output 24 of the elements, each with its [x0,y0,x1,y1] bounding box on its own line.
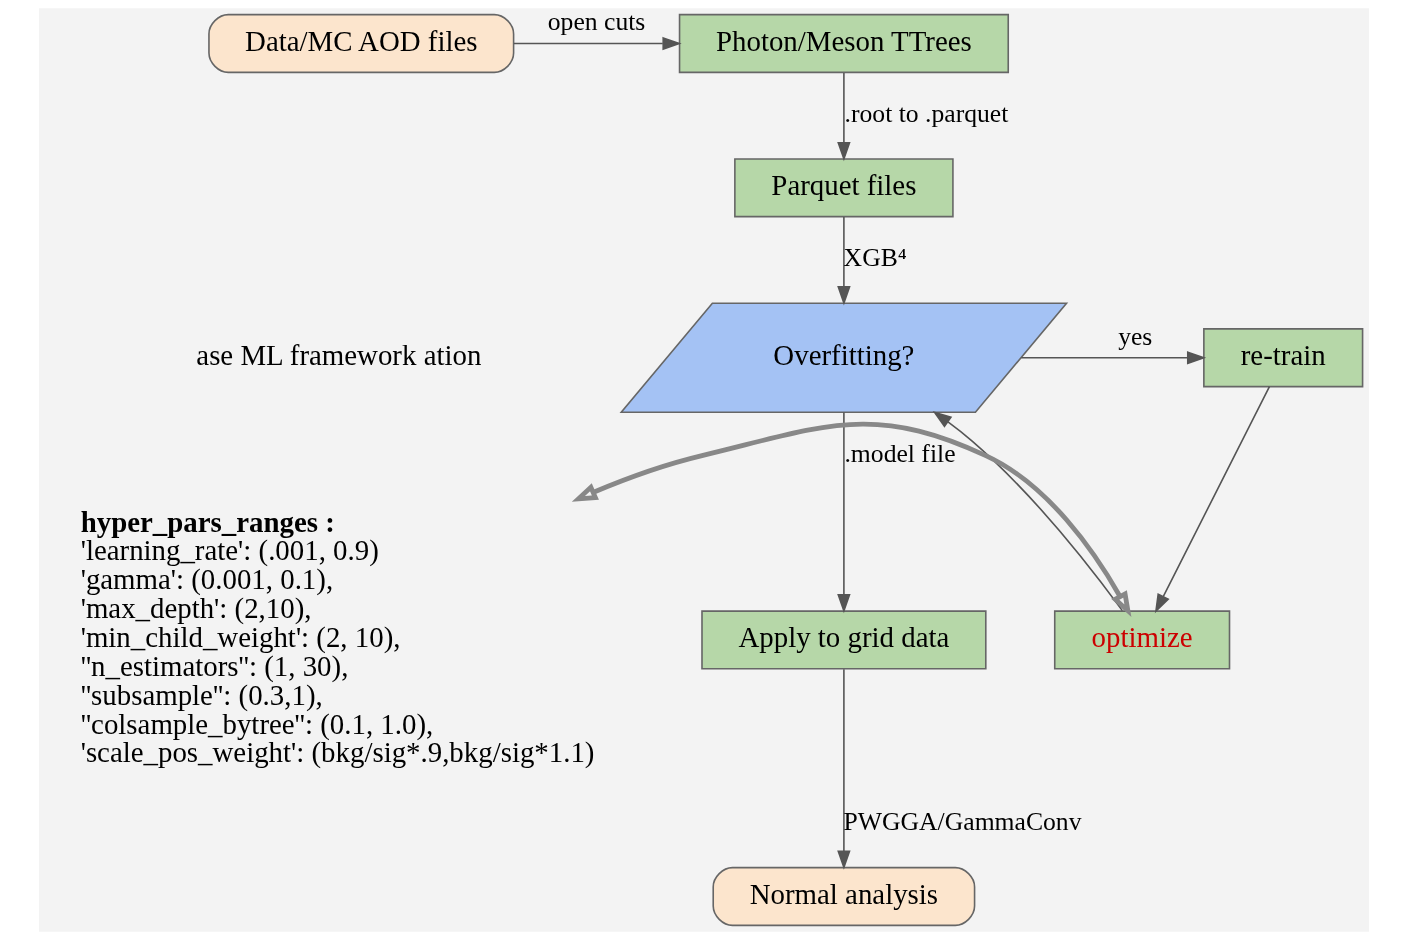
edge-label: .model file [843,438,956,468]
arrow [836,72,851,162]
arrow [1154,385,1270,614]
node-text: hyper_pars_ranges : 'learning_rate': (.001, 0.9) 'gamma': (0.001, 0.1), 'max_depth': (2,10), 'min_child_weight': (2, 10), ''n_estimators'': (1, 30), ''subsample'': (0.3,1), ''colsample_bytree'': (0.1, 1.0), 'scale_pos_weight': (bkg/sig*.9,bkg/sig*1.1) [80,505,594,769]
arrow [571,421,1131,618]
arrow [836,216,851,306]
node-box: re-train [1202,328,1363,388]
node-box: Parquet files [733,158,954,218]
label: ase ML framework ation [195,338,481,371]
edge-label: XGB⁴ [843,243,907,273]
arrow [512,36,682,51]
node-box: optimize [1053,610,1230,670]
node-box: Data/MC AOD files [207,13,514,74]
edge-label: yes [1117,321,1152,351]
node-box: Normal analysis [711,866,975,927]
node-box: Photon/Meson TTrees [678,13,1009,74]
edge-label: .root to .parquet [844,98,1008,128]
arrow [836,411,851,614]
edge-label: open cuts [547,7,645,37]
arrow [932,411,1123,612]
edge-label: PWGGA/GammaConv [843,807,1081,837]
arrow [836,668,851,870]
arrow [1020,351,1206,365]
node-box: Apply to grid data [700,610,987,670]
